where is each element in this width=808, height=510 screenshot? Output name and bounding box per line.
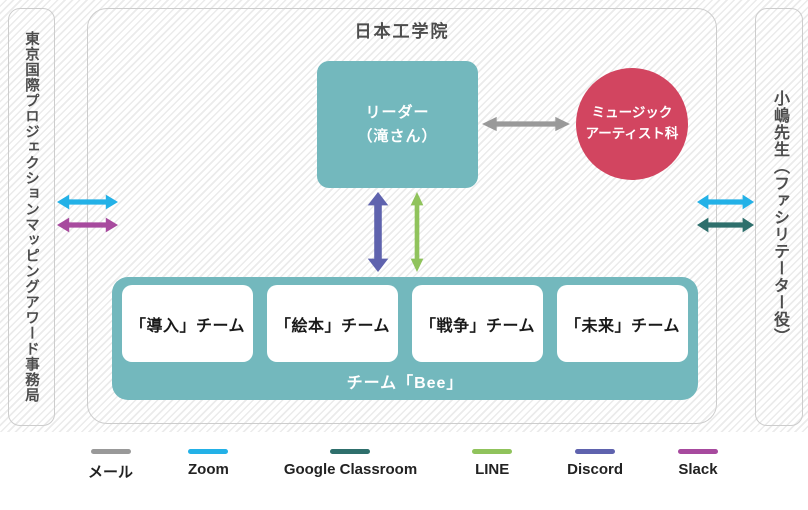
legend-item-zoom: Zoom	[188, 449, 229, 478]
leader-label-line1: リーダー	[365, 103, 430, 121]
leader-label-line2: （滝さん）	[357, 127, 438, 145]
mail-arrow-shape	[482, 116, 570, 132]
legend-item-google-classroom: Google Classroom	[284, 449, 417, 478]
zoom-color-swatch	[188, 449, 229, 454]
main-school-panel	[87, 8, 717, 424]
discord-color-swatch	[575, 449, 616, 454]
line-arrow	[410, 192, 424, 272]
team-box-future-label: 「未来」チーム	[564, 317, 681, 335]
zoom-arrow-left-shape	[57, 194, 118, 210]
legend-item-discord: Discord	[567, 449, 623, 478]
team-row: 「導入」チーム 「絵本」チーム 「戦争」チーム 「未来」チーム	[122, 285, 688, 362]
team-bee-label: チーム「Bee」	[346, 375, 464, 392]
legend-label-line: LINE	[475, 461, 510, 478]
legend-label-zoom: Zoom	[188, 461, 229, 478]
mail-arrow	[482, 116, 570, 132]
classroom-arrow-right	[697, 217, 754, 233]
team-box-intro: 「導入」チーム	[122, 285, 253, 362]
team-box-war: 「戦争」チーム	[412, 285, 543, 362]
line-arrow-shape	[410, 192, 424, 272]
team-box-intro-label: 「導入」チーム	[129, 317, 246, 335]
team-box-war-label: 「戦争」チーム	[419, 317, 536, 335]
school-title: 日本工学院	[354, 22, 450, 41]
legend-item-mail: メール	[88, 449, 133, 482]
legend-label-google-classroom: Google Classroom	[283, 461, 418, 478]
music-label-line1: ミュージック	[591, 105, 673, 121]
team-box-picturebook: 「絵本」チーム	[267, 285, 398, 362]
left-organization-bar: 東京国際プロジェクションマッピングアワード事務局	[8, 8, 55, 426]
legend-item-slack: Slack	[677, 449, 718, 478]
legend: メール Zoom Google Classroom LINE Discord S…	[88, 449, 718, 482]
right-facilitator-bar: 小嶋先生（ファシリテーター役）	[755, 8, 803, 426]
legend-item-line: LINE	[472, 449, 513, 478]
team-bee-container: 「導入」チーム 「絵本」チーム 「戦争」チーム 「未来」チーム チーム「Bee」	[112, 277, 698, 400]
legend-label-discord: Discord	[567, 461, 623, 478]
music-label-line2: アーティスト科	[585, 126, 679, 141]
music-artist-circle: ミュージック アーティスト科	[576, 68, 688, 180]
team-box-picturebook-label: 「絵本」チーム	[274, 317, 391, 335]
slack-arrow-left	[57, 217, 118, 233]
legend-label-slack: Slack	[678, 461, 718, 478]
slack-color-swatch	[677, 449, 718, 454]
zoom-arrow-right	[697, 194, 754, 210]
line-color-swatch	[472, 449, 513, 454]
discord-arrow-shape	[367, 192, 389, 272]
google-classroom-color-swatch	[330, 449, 371, 454]
zoom-arrow-left	[57, 194, 118, 210]
legend-label-mail: メール	[88, 464, 134, 481]
left-organization-label: 東京国際プロジェクションマッピングアワード事務局	[23, 31, 39, 403]
slack-arrow-left-shape	[57, 217, 118, 233]
leader-box: リーダー （滝さん）	[317, 61, 478, 188]
mail-color-swatch	[90, 449, 131, 454]
team-box-future: 「未来」チーム	[557, 285, 688, 362]
zoom-arrow-right-shape	[697, 194, 754, 210]
discord-arrow	[367, 192, 389, 272]
classroom-arrow-right-shape	[697, 217, 754, 233]
right-facilitator-label: 小嶋先生（ファシリテーター役）	[771, 89, 788, 345]
